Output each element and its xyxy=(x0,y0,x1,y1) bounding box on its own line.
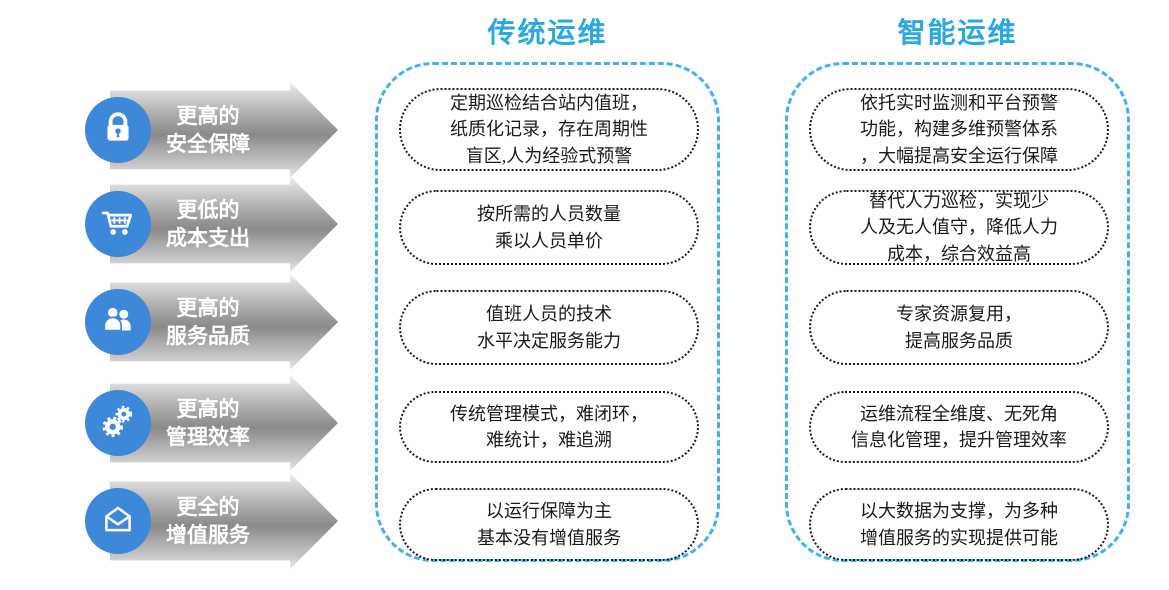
people-icon xyxy=(99,301,137,344)
category-badge xyxy=(85,97,151,163)
intelligent-title: 智能运维 xyxy=(897,18,1018,49)
category-badge xyxy=(85,390,151,456)
traditional-box: 按所需的人员数量 乘以人员单价 xyxy=(399,190,699,265)
envelope-icon xyxy=(99,500,137,543)
traditional-box: 以运行保障为主 基本没有增值服务 xyxy=(399,488,699,561)
intelligent-box: 专家资源复用， 提高服务品质 xyxy=(809,290,1109,365)
category-label: 更低的 成本支出 xyxy=(166,197,250,250)
category-badge xyxy=(85,191,151,257)
intelligent-box: 替代人力巡检，实现少 人及无人值守，降低人力 成本，综合效益高 xyxy=(809,190,1109,265)
traditional-box: 值班人员的技术 水平决定服务能力 xyxy=(399,290,699,365)
intelligent-column: 智能运维 依托实时监测和平台预警 功能，构建多维预警体系 ，大幅提高安全运行保障… xyxy=(785,14,1130,562)
gears-icon xyxy=(99,402,137,445)
intelligent-panel: 依托实时监测和平台预警 功能，构建多维预警体系 ，大幅提高安全运行保障 替代人力… xyxy=(785,62,1130,562)
traditional-box: 传统管理模式，难闭环， 难统计，难追溯 xyxy=(399,391,699,463)
category-badge xyxy=(85,289,151,355)
intelligent-box: 以大数据为支撑，为多种 增值服务的实现提供可能 xyxy=(809,488,1109,561)
traditional-panel: 定期巡检结合站内值班， 纸质化记录，存在周期性 盲区,人为经验式预警 按所需的人… xyxy=(375,62,720,562)
category-badge xyxy=(85,488,151,554)
intelligent-box: 依托实时监测和平台预警 功能，构建多维预警体系 ，大幅提高安全运行保障 xyxy=(809,88,1109,171)
category-label: 更高的 安全保障 xyxy=(166,103,250,156)
lock-icon xyxy=(99,109,137,152)
traditional-box: 定期巡检结合站内值班， 纸质化记录，存在周期性 盲区,人为经验式预警 xyxy=(399,88,699,171)
category-label: 更高的 管理效率 xyxy=(166,396,250,449)
category-label: 更高的 服务品质 xyxy=(166,295,250,348)
cart-icon xyxy=(99,203,137,246)
intelligent-box: 运维流程全维度、无死角 信息化管理，提升管理效率 xyxy=(809,391,1109,463)
traditional-title: 传统运维 xyxy=(487,18,608,49)
traditional-column: 传统运维 定期巡检结合站内值班， 纸质化记录，存在周期性 盲区,人为经验式预警 … xyxy=(375,14,720,562)
category-label: 更全的 增值服务 xyxy=(166,494,250,547)
